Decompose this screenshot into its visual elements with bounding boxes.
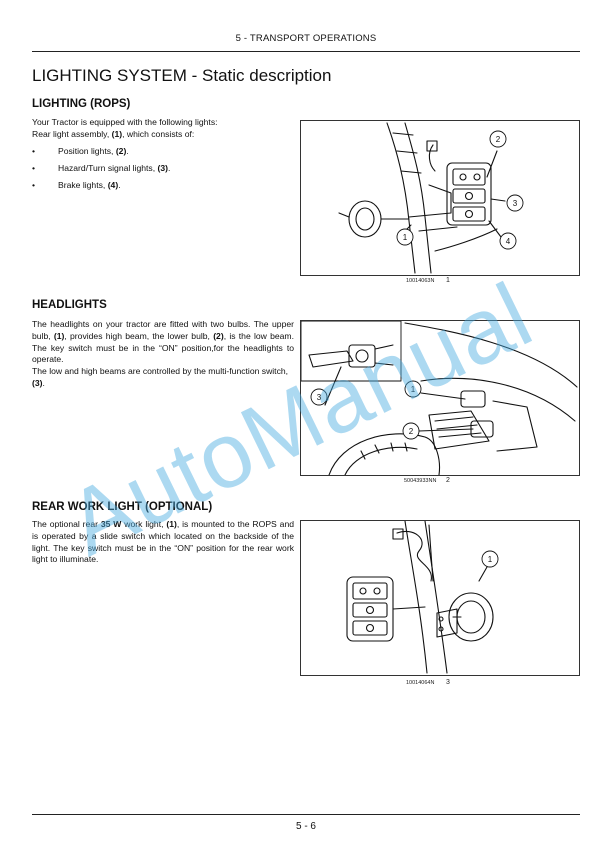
intro-line-1: Your Tractor is equipped with the follow… — [32, 117, 218, 127]
section-heading-rear-work-light: REAR WORK LIGHT (OPTIONAL) — [32, 501, 213, 513]
rear-work-light-paragraph: The optional rear 35 W work light, (1), … — [32, 519, 295, 565]
list-item: Position lights, (2). — [32, 146, 170, 163]
figure3-callout-1: 1 — [488, 555, 493, 564]
intro-line-2: Rear light assembly, (1), which consists… — [32, 128, 195, 139]
lighting-intro: Your Tractor is equipped with the follow… — [32, 117, 294, 141]
header-rule — [32, 51, 580, 52]
figure2-callout-1: 1 — [411, 385, 416, 394]
footer-rule — [32, 814, 580, 815]
headlights-illustration: 1 2 3 — [300, 320, 578, 476]
rear-work-light-illustration: 1 — [346, 520, 499, 674]
figure2-code: 50043933NN — [404, 478, 437, 484]
figure1-callout-3: 3 — [513, 199, 518, 208]
headlights-paragraph-1: The headlights on your tractor are fitte… — [32, 319, 294, 365]
rear-light-illustration: 1 2 3 4 — [338, 122, 524, 274]
figure2-callout-3: 3 — [317, 393, 322, 402]
running-header: 5 - TRANSPORT OPERATIONS — [235, 33, 377, 44]
figure-rear-light-assembly: 1 2 3 4 — [300, 120, 580, 276]
page-title: LIGHTING SYSTEM - Static description — [32, 66, 332, 85]
figure1-callout-4: 4 — [506, 237, 511, 246]
section-heading-headlights: HEADLIGHTS — [32, 299, 107, 311]
figure3-code: 10014064N — [406, 680, 435, 686]
figure3-number: 3 — [446, 679, 450, 686]
section-heading-lighting-rops: LIGHTING (ROPS) — [32, 98, 131, 110]
list-item: Hazard/Turn signal lights, (3). — [32, 163, 170, 180]
figure1-callout-1: 1 — [403, 233, 408, 242]
list-item: Brake lights, (4). — [32, 180, 170, 197]
light-list: Position lights, (2). Hazard/Turn signal… — [32, 146, 170, 197]
figure1-number: 1 — [446, 277, 450, 284]
figure1-code: 10014063N — [406, 278, 435, 284]
figure2-number: 2 — [446, 477, 450, 484]
page-number: 5 - 6 — [295, 821, 316, 832]
figure2-callout-2: 2 — [409, 427, 414, 436]
figure1-callout-2: 2 — [496, 135, 501, 144]
headlights-paragraph-2: The low and high beams are controlled by… — [32, 366, 289, 388]
figure-headlights: 1 2 3 — [300, 320, 580, 476]
figure-rear-work-light: 1 — [300, 520, 580, 676]
